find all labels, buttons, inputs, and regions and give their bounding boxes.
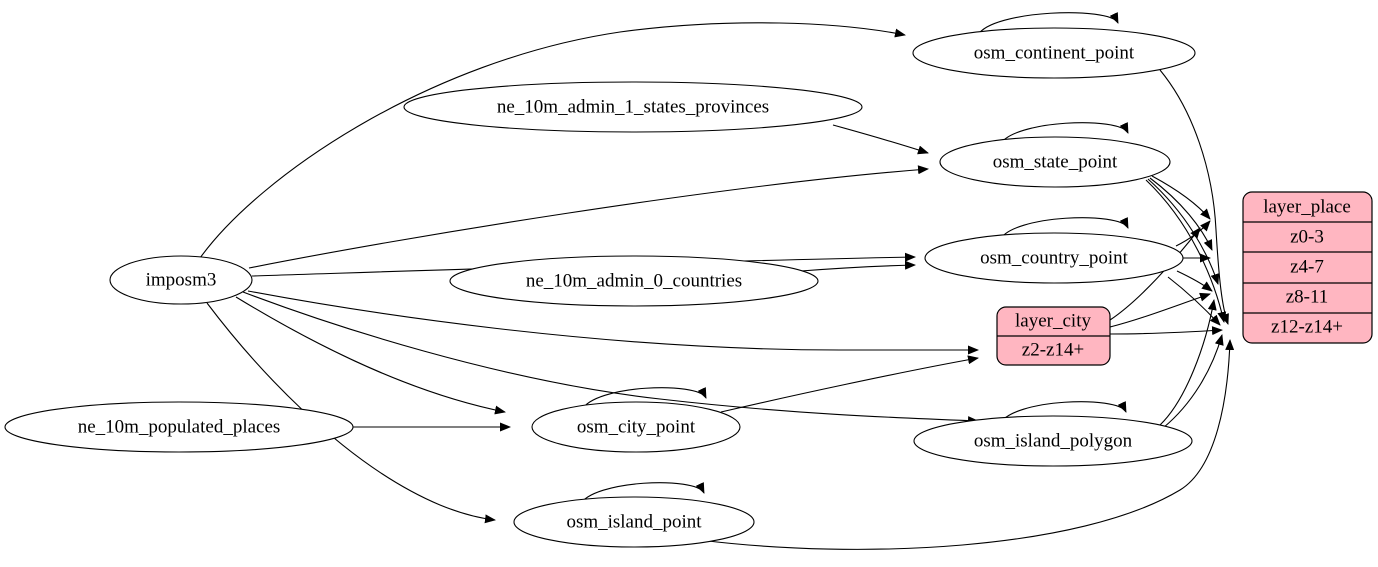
- edge-osm_island_point-to-layer_place-z12: [699, 339, 1235, 550]
- selfloop-osm_country_point: [999, 217, 1129, 241]
- node-osm_island_polygon[interactable]: osm_island_polygon: [913, 415, 1193, 467]
- node-ne_10m_populated_places[interactable]: ne_10m_populated_places: [4, 401, 354, 453]
- edge-layer_city-to-layer_place-z0-3: [1109, 227, 1201, 321]
- selfloop-osm_continent_point: [977, 12, 1119, 36]
- selfloop-osm_island_point: [579, 482, 705, 506]
- edge-osm_state_point-to-layer_place-z12: [1145, 179, 1227, 323]
- edge-imposm3-to-osm_island_point: [206, 302, 496, 524]
- edges-layer: [199, 12, 1235, 550]
- edge-ne_states_provinces-to-osm_state_point: [832, 124, 929, 155]
- edge-layer_city-to-layer_place-z8-11: [1109, 292, 1211, 328]
- edge-osm_continent_point-to-layer_place-z12: [1159, 69, 1229, 325]
- nodes-layer: imposm3 ne_10m_populated_places ne_10m_a…: [4, 27, 1196, 548]
- edge-osm_island_polygon-to-layer_place-z12: [1162, 334, 1224, 429]
- node-osm_country_point[interactable]: osm_country_point: [924, 232, 1184, 284]
- edge-osm_state_point-to-layer_place-z4-7: [1149, 177, 1213, 251]
- edge-layer_city-to-layer_place-z12: [1109, 326, 1223, 336]
- edge-imposm3-to-osm_continent_point: [199, 22, 906, 259]
- edge-imposm3-to-osm_island_polygon: [242, 291, 979, 426]
- edge-osm_island_polygon-to-layer_place-z8-11: [1159, 299, 1217, 426]
- edge-osm_country_point-to-layer_place-z8-11: [1176, 270, 1213, 292]
- node-ne_10m_admin_0_countries[interactable]: ne_10m_admin_0_countries: [449, 255, 819, 307]
- edge-imposm3-to-layer_city: [247, 290, 979, 355]
- node-osm_continent_point[interactable]: osm_continent_point: [912, 27, 1196, 79]
- selfloop-osm_city_point: [581, 387, 707, 411]
- selfloop-osm_state_point: [999, 122, 1129, 146]
- edge-imposm3-to-osm_city_point: [235, 296, 506, 415]
- edge-imposm3-to-osm_state_point: [248, 165, 929, 269]
- node-osm_state_point[interactable]: osm_state_point: [939, 136, 1171, 188]
- node-osm_island_point[interactable]: osm_island_point: [513, 496, 755, 548]
- selfloop-osm_island_polygon: [999, 401, 1127, 425]
- record-layer_place[interactable]: layer_place z0-3 z4-7 z8-11 z12-z14+: [1242, 191, 1373, 344]
- edge-osm_country_point-to-layer_place-z12: [1167, 276, 1221, 326]
- node-osm_city_point[interactable]: osm_city_point: [531, 401, 741, 453]
- record-layer_city[interactable]: layer_city z2-z14+: [996, 306, 1111, 366]
- node-ne_10m_admin_1_states_provinces[interactable]: ne_10m_admin_1_states_provinces: [403, 81, 863, 133]
- edge-osm_state_point-to-layer_place-z0-3: [1151, 175, 1211, 220]
- edge-osm_city_point-to-layer_city: [720, 355, 979, 413]
- record-layer_place-body: [1242, 191, 1373, 344]
- edge-ne_admin_0_countries-to-osm_country_point: [800, 260, 916, 272]
- node-imposm3[interactable]: imposm3: [109, 255, 253, 305]
